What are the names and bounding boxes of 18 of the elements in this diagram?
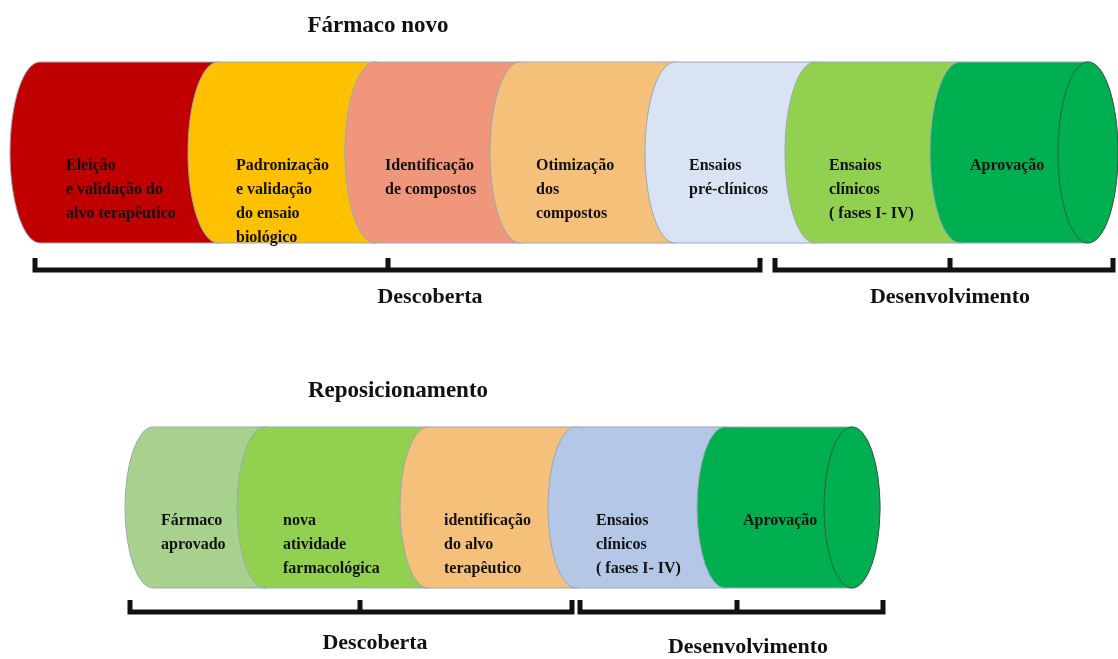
stage-text: Padronização e validação do ensaio biológico <box>236 154 331 248</box>
stage-text: Ensaios clínicos ( fases I- IV) <box>829 154 915 224</box>
phase-label: Desenvolvimento <box>667 633 829 659</box>
section-heading: Fármaco novo <box>307 12 449 38</box>
stage-text: Aprovação <box>743 509 819 531</box>
stage-text: identificação do alvo terapêutico <box>444 509 533 579</box>
phase-label: Descoberta <box>377 283 483 309</box>
stage-text: Aprovação <box>970 154 1046 176</box>
stage-text: Fármaco aprovado <box>161 509 227 555</box>
stage-text: Ensaios pré-clínicos <box>689 154 770 200</box>
phase-label: Descoberta <box>322 629 428 655</box>
section-heading: Reposicionamento <box>307 377 489 403</box>
stage-text: Eleição e validação do alvo terapêutico <box>66 154 177 224</box>
phase-label: Desenvolvimento <box>869 283 1031 309</box>
stage-text: Identificação de compostos <box>385 154 478 200</box>
stage-text: Otimização dos compostos <box>536 154 616 224</box>
stage-text: nova atividade farmacológica <box>283 509 380 579</box>
stage-text: Ensaios clínicos ( fases I- IV) <box>596 509 682 579</box>
